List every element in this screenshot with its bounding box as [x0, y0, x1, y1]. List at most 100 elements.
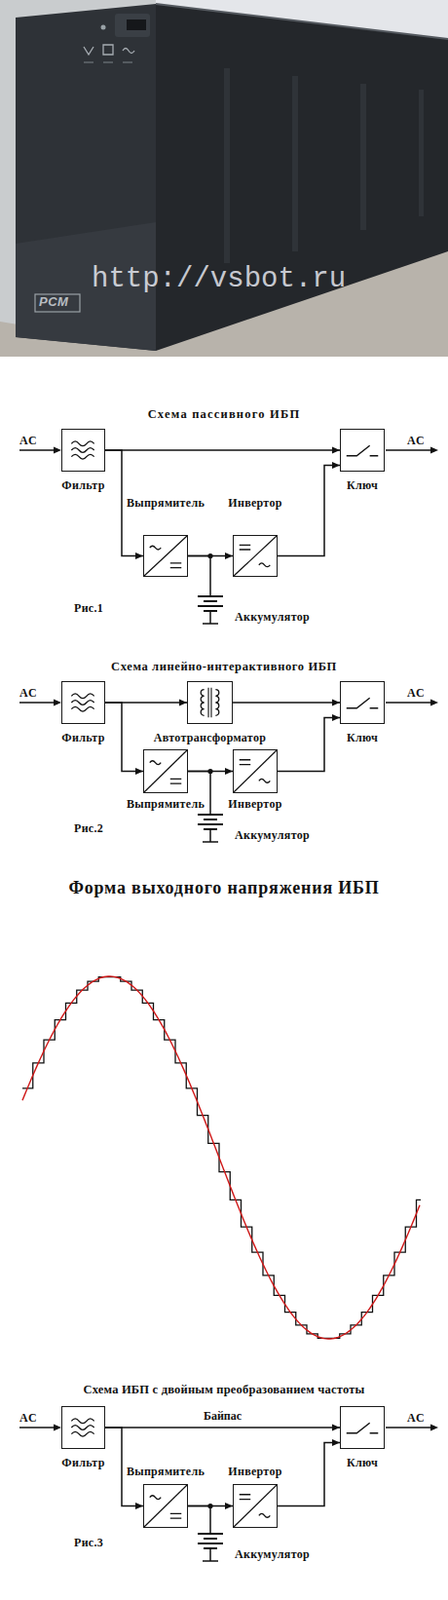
symbol-stroke	[71, 1424, 94, 1430]
ac-wire	[385, 701, 433, 704]
symbol-stroke	[200, 689, 204, 716]
arrowhead	[430, 447, 439, 454]
connector-line	[277, 464, 340, 556]
ac-label: AC	[19, 433, 38, 448]
symbol-stroke	[208, 687, 212, 718]
connector	[187, 1501, 233, 1509]
node-label: Аккумулятор	[234, 827, 310, 843]
ac-label: AC	[407, 1410, 425, 1425]
arrowhead	[224, 552, 233, 560]
symbol-stroke	[259, 562, 270, 567]
figure-number: Рис.3	[74, 1534, 104, 1550]
battery-symbol	[195, 1525, 225, 1568]
node-label: Инвертор	[227, 1463, 282, 1479]
ac-wire	[19, 448, 56, 451]
switch-box: Ключ	[339, 428, 385, 472]
ac-wires	[19, 449, 433, 1427]
symbol-stroke	[233, 1484, 277, 1527]
node-label: Инвертор	[227, 495, 282, 511]
stepped-wave	[22, 976, 421, 1339]
symbol-stroke	[144, 535, 187, 576]
connector-line	[105, 702, 144, 772]
inverter-box: Инвертор	[232, 534, 278, 577]
node-label: Фильтр	[61, 730, 105, 746]
edge-label: Байпас	[203, 1408, 242, 1423]
ac-label: AC	[407, 685, 425, 701]
rectifier-box: Выпрямитель	[143, 748, 188, 793]
symbol-stroke	[170, 562, 182, 568]
symbol-stroke	[144, 749, 187, 792]
arrowhead	[430, 1423, 439, 1431]
battery: Аккумулятор	[195, 806, 225, 850]
connector-line	[232, 701, 340, 704]
diagram-title: Схема ИБП с двойным преобразованием част…	[82, 1381, 365, 1397]
rectifier-symbol	[144, 749, 187, 792]
symbol-stroke	[170, 778, 182, 784]
junction-dot	[207, 1502, 213, 1508]
filter-symbol	[62, 1406, 105, 1448]
symbol-stroke	[71, 706, 94, 711]
ups-indicator-lines	[83, 62, 133, 64]
waveform-title: Форма выходного напряжения ИБП	[68, 877, 379, 898]
connector	[187, 767, 233, 775]
arrowhead	[135, 767, 144, 775]
inverter-symbol	[233, 535, 277, 576]
ups-button-housing	[114, 13, 150, 38]
symbol-stroke	[346, 1421, 379, 1433]
symbol-stroke	[149, 1494, 161, 1499]
connector	[277, 713, 340, 772]
brand-logo: PCM	[38, 294, 69, 309]
symbol-stroke	[71, 693, 94, 699]
ups-button	[126, 19, 147, 31]
switch-box: Ключ	[339, 680, 385, 724]
filter-symbol	[62, 429, 105, 471]
node-label: Ключ	[346, 478, 378, 493]
ac-wire	[385, 1425, 433, 1428]
connector	[105, 1423, 340, 1431]
ups-indicator-icons	[83, 44, 135, 55]
rectifier-symbol	[144, 1484, 187, 1527]
symbol-stroke	[203, 600, 218, 611]
connector	[105, 702, 144, 775]
connector	[187, 768, 214, 807]
ac-label: AC	[19, 1410, 38, 1425]
arrowhead	[224, 767, 233, 775]
ups-vent	[224, 68, 230, 263]
autotransformer-box: Автотрансформатор	[186, 680, 233, 724]
arrowhead	[135, 1501, 144, 1509]
symbol-stroke	[71, 441, 94, 447]
arrowhead	[332, 447, 340, 454]
symbol-stroke	[233, 749, 277, 792]
ac-label: AC	[19, 685, 38, 701]
photo-background	[0, 0, 448, 357]
symbol-stroke	[71, 453, 94, 459]
connector	[105, 449, 144, 560]
ac-wire	[385, 448, 433, 451]
symbol-stroke	[239, 1493, 251, 1499]
logo-frame	[35, 294, 80, 312]
node-label: Выпрямитель	[126, 1463, 205, 1479]
ups-side	[155, 3, 448, 351]
arrowhead	[53, 447, 62, 454]
arrowhead	[332, 699, 340, 707]
symbol-stroke	[259, 778, 270, 783]
arrowhead	[53, 699, 62, 707]
rectifier-box: Выпрямитель	[143, 534, 188, 577]
symbol-stroke	[346, 697, 379, 709]
node-label: Аккумулятор	[234, 609, 310, 625]
connector-line	[105, 1426, 144, 1506]
battery-symbol	[195, 588, 225, 632]
symbol-stroke	[259, 1512, 270, 1517]
switch-symbol	[340, 681, 384, 723]
ups-led	[101, 25, 107, 31]
arrowhead	[179, 699, 187, 707]
symbol-stroke	[149, 545, 161, 550]
connector	[277, 1438, 340, 1506]
ac-arrowheads	[53, 447, 439, 1431]
connector-line	[105, 701, 187, 704]
symbol-stroke	[215, 689, 219, 716]
symbol-stroke	[71, 448, 94, 453]
